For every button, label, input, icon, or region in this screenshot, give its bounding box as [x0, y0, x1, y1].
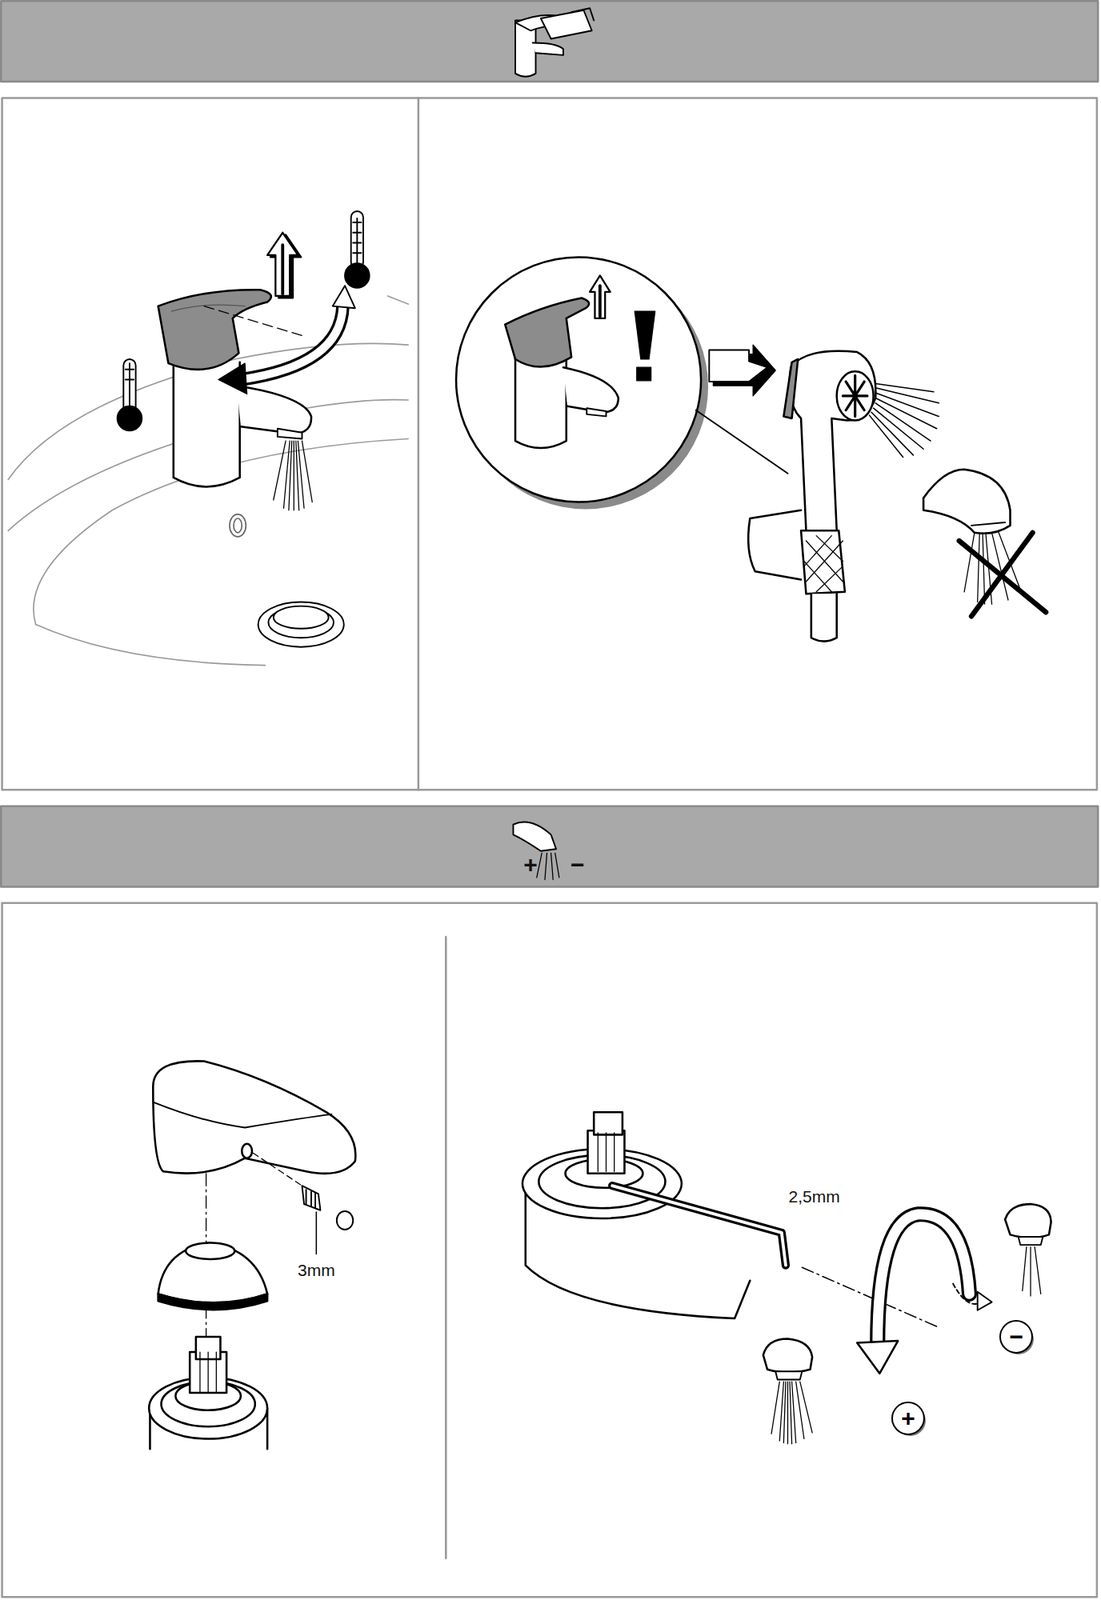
flow-icon: [512, 821, 559, 880]
lever-handle: [152, 1060, 356, 1186]
decrease-symbol: −: [997, 1318, 1035, 1356]
symbol-text: +: [900, 1405, 916, 1433]
full-flow-spout: [763, 1338, 813, 1444]
flow-decrease-sign: −: [570, 851, 585, 878]
leader-line: [316, 1212, 318, 1254]
leader-line: [696, 410, 789, 474]
drain-plug: [258, 602, 345, 648]
cartridge: [148, 1337, 268, 1450]
flow-increase-sign: +: [523, 851, 538, 878]
cover-cap: [158, 1243, 268, 1311]
grub-screw: [301, 1185, 353, 1230]
circle-border: [892, 1402, 925, 1435]
panel-frame: [2, 903, 1097, 1598]
direction-arrow: [708, 344, 776, 397]
panel-divider: [444, 936, 448, 1559]
reduced-flow-spout: [1004, 1204, 1051, 1297]
panel-frame: [2, 97, 1097, 790]
cold-thermometer: [117, 359, 143, 431]
lift-arrow: [267, 232, 301, 299]
header-bar: [0, 806, 1098, 888]
cleaning-icon: [515, 8, 594, 77]
rotate-arrow: [218, 285, 356, 394]
dimension-label: 2,5mm: [788, 1187, 841, 1206]
header-bar: [0, 0, 1098, 82]
dimension-label: 3mm: [297, 1261, 336, 1280]
axis-line: [801, 1267, 937, 1327]
increase-symbol: +: [889, 1400, 927, 1438]
symbol-text: −: [1008, 1323, 1024, 1351]
hex-key: [612, 1185, 786, 1266]
turn-arrow: [856, 1214, 992, 1374]
circle-border: [1000, 1321, 1033, 1354]
hand-shower: [748, 351, 876, 642]
panel-divider: [417, 97, 421, 790]
hot-thermometer: [344, 211, 370, 289]
blocked-spout: [923, 469, 1046, 617]
water-jet: [273, 440, 313, 511]
inset-circle: [456, 256, 709, 509]
shower-jet: [869, 384, 940, 458]
